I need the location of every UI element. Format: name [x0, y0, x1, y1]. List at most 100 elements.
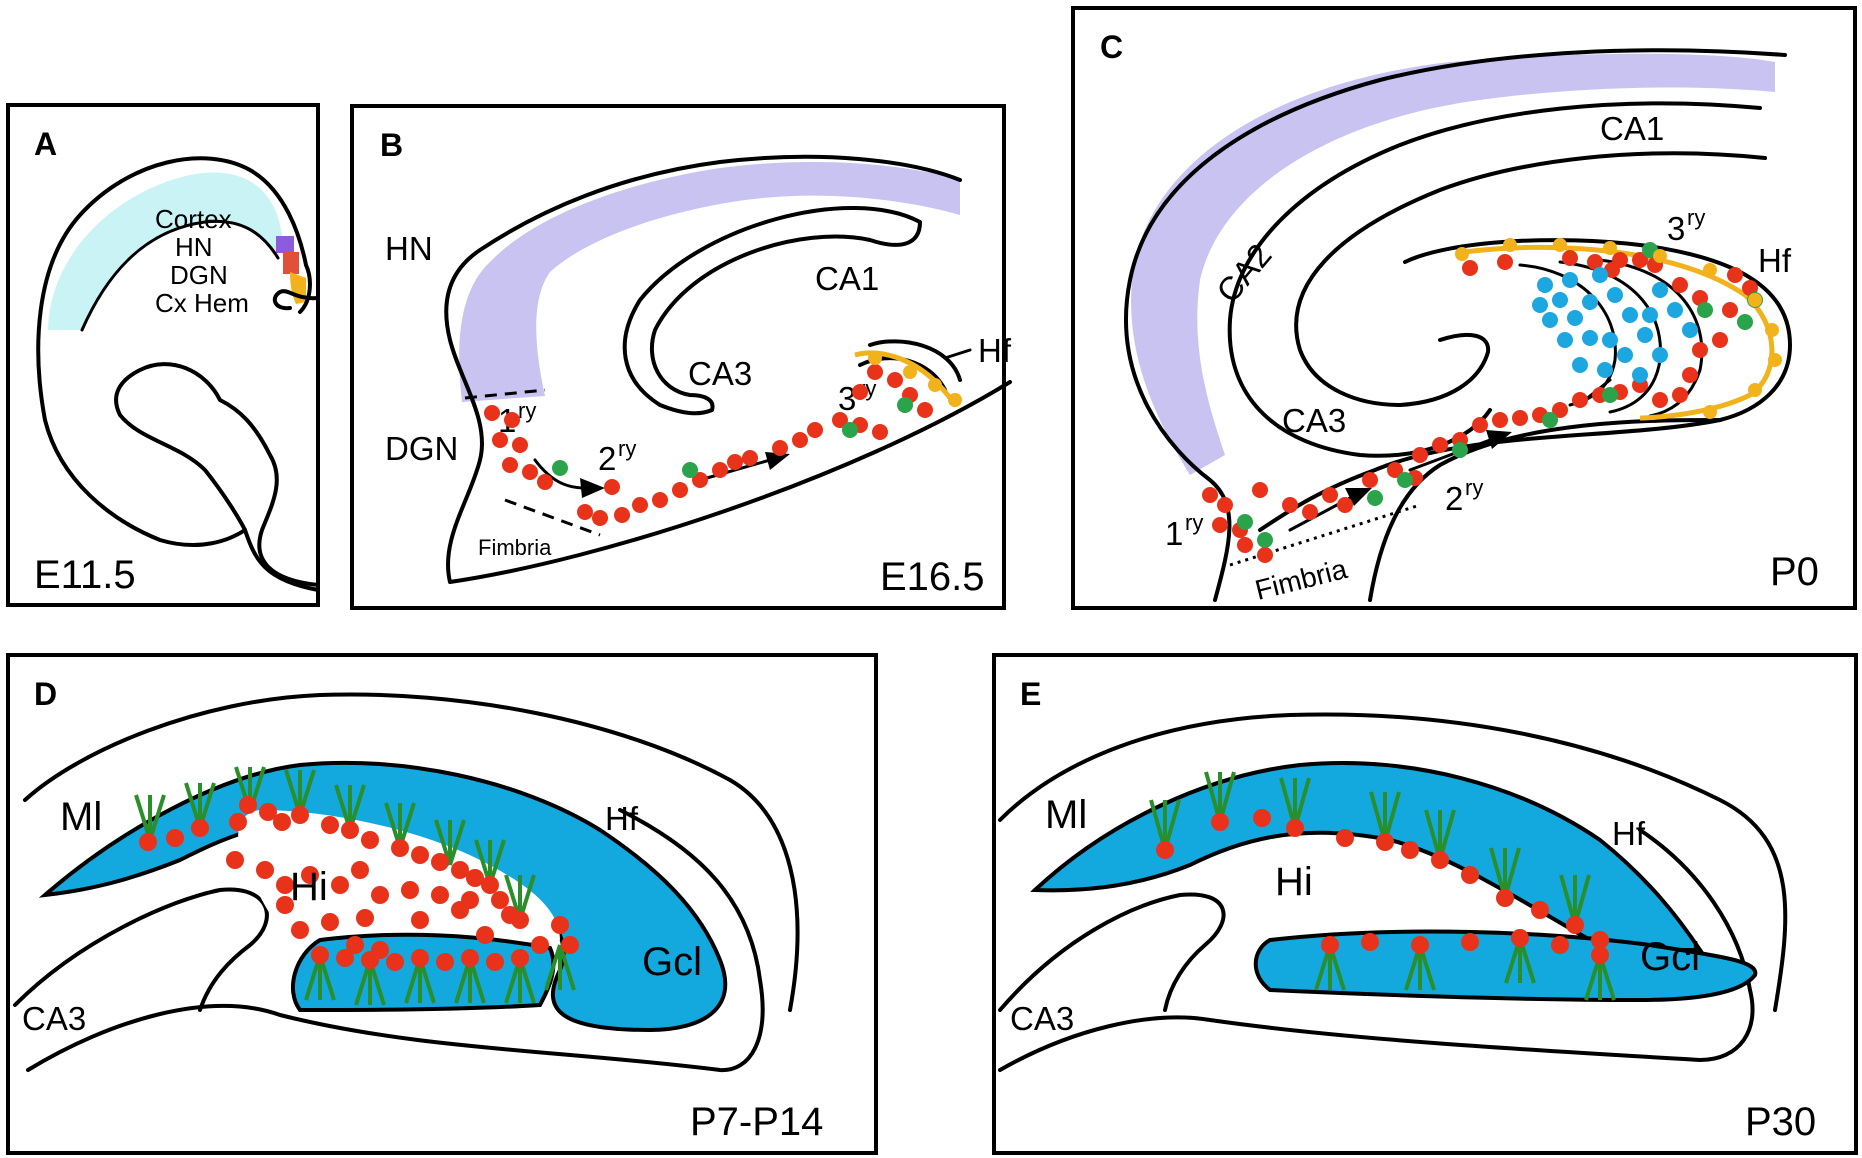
blue-cell: [1667, 302, 1683, 318]
red-cell: [239, 796, 257, 814]
hf-outline-c: [1258, 238, 1792, 532]
blue-cell: [1542, 312, 1558, 328]
red-cell: [256, 861, 274, 879]
blue-cell: [1557, 332, 1573, 348]
red-cell: [1217, 497, 1233, 513]
green-cell: [1737, 314, 1753, 330]
red-cell: [1496, 889, 1514, 907]
label-ca3-c: CA3: [1282, 402, 1346, 439]
blue-cell: [1552, 292, 1568, 308]
red-cell: [466, 869, 484, 887]
inner-outline-e: [998, 828, 1755, 1072]
matrix-1ry-label-c: 1 ry: [1165, 510, 1203, 552]
green-cell: [1257, 532, 1273, 548]
red-cell: [401, 881, 419, 899]
dendrite: [448, 819, 466, 866]
orange-cell: [1703, 405, 1717, 419]
red-cell: [301, 866, 319, 884]
panel-d-stage: P7-P14: [690, 1100, 823, 1144]
red-cell: [1361, 933, 1379, 951]
panel-a-letter: A: [34, 126, 57, 162]
red-cell: [1682, 367, 1698, 383]
ca1-line-c: [1227, 101, 1762, 458]
label-hn: HN: [385, 230, 433, 267]
red-cell: [386, 953, 404, 971]
red-cell: [321, 816, 339, 834]
red-cell: [361, 831, 379, 849]
label-gcl-e: Gcl: [1640, 935, 1700, 979]
green-cell: [1452, 442, 1468, 458]
blue-cell: [1652, 282, 1668, 298]
red-cell: [491, 891, 509, 909]
hf-fiber-c: [1464, 244, 1775, 421]
panel-e-letter: E: [1020, 676, 1041, 712]
blue-cell: [1592, 267, 1608, 283]
red-cell: [1692, 290, 1708, 306]
red-cell: [511, 911, 529, 929]
blue-cell: [1652, 347, 1668, 363]
red-cell: [614, 507, 630, 523]
svg-text:2: 2: [598, 440, 616, 477]
red-cell: [1362, 472, 1378, 488]
orange-cell: [1765, 323, 1779, 337]
red-cell: [1337, 497, 1353, 513]
red-cell: [1461, 933, 1479, 951]
red-cell: [191, 819, 209, 837]
red-cell: [502, 457, 518, 473]
orange-cell: [1603, 241, 1617, 255]
blue-cell: [1582, 294, 1598, 310]
red-cell: [1591, 946, 1609, 964]
red-cell: [1321, 936, 1339, 954]
red-cell: [1431, 851, 1449, 869]
red-cell: [1591, 931, 1609, 949]
red-cell: [411, 846, 429, 864]
panel-a-frame: [6, 103, 320, 607]
blue-cell: [1572, 357, 1588, 373]
red-cell: [1562, 250, 1578, 266]
red-cell: [226, 851, 244, 869]
ca3-outline-e: [998, 892, 1226, 1012]
red-cell: [832, 412, 848, 428]
blue-cell: [1562, 272, 1578, 288]
ca3-outline-d: [13, 887, 269, 1012]
red-cell: [1212, 517, 1228, 533]
red-cell: [331, 876, 349, 894]
red-cell: [592, 510, 608, 526]
orange-cell: [1455, 247, 1469, 261]
red-cell: [1531, 901, 1549, 919]
panel-c-letter: C: [1100, 29, 1123, 65]
red-cell: [561, 936, 579, 954]
red-cell: [1672, 277, 1688, 293]
green-cell: [1542, 412, 1558, 428]
cortex-band: [48, 172, 282, 330]
red-cell: [229, 813, 247, 831]
red-cell: [1672, 387, 1688, 403]
red-cell: [692, 472, 708, 488]
green-cell: [842, 422, 858, 438]
dendrite: [134, 794, 152, 841]
red-cell: [712, 462, 728, 478]
red-cell: [1472, 417, 1488, 433]
label-hi-e: Hi: [1275, 860, 1313, 904]
red-cell: [1497, 254, 1513, 270]
hf-pointer: [943, 348, 972, 360]
red-cell: [1692, 342, 1708, 358]
blue-cell: [1622, 307, 1638, 323]
dendrite: [558, 944, 576, 991]
red-cell: [1211, 813, 1229, 831]
hn-block: [276, 236, 294, 253]
blue-cell: [1637, 327, 1653, 343]
red-cell: [632, 497, 648, 513]
blue-cell: [1632, 367, 1648, 383]
dendrite: [544, 944, 562, 991]
cells-panel-d: [139, 796, 579, 971]
cells-panel-c: [1202, 238, 1782, 563]
red-cell: [451, 861, 469, 879]
red-cell: [411, 949, 429, 967]
legend-dgn: DGN: [170, 260, 228, 290]
label-ca3: CA3: [688, 355, 752, 392]
red-cell: [504, 412, 520, 428]
red-cell: [672, 482, 688, 498]
blue-cell: [1597, 362, 1613, 378]
red-cell: [917, 402, 933, 418]
